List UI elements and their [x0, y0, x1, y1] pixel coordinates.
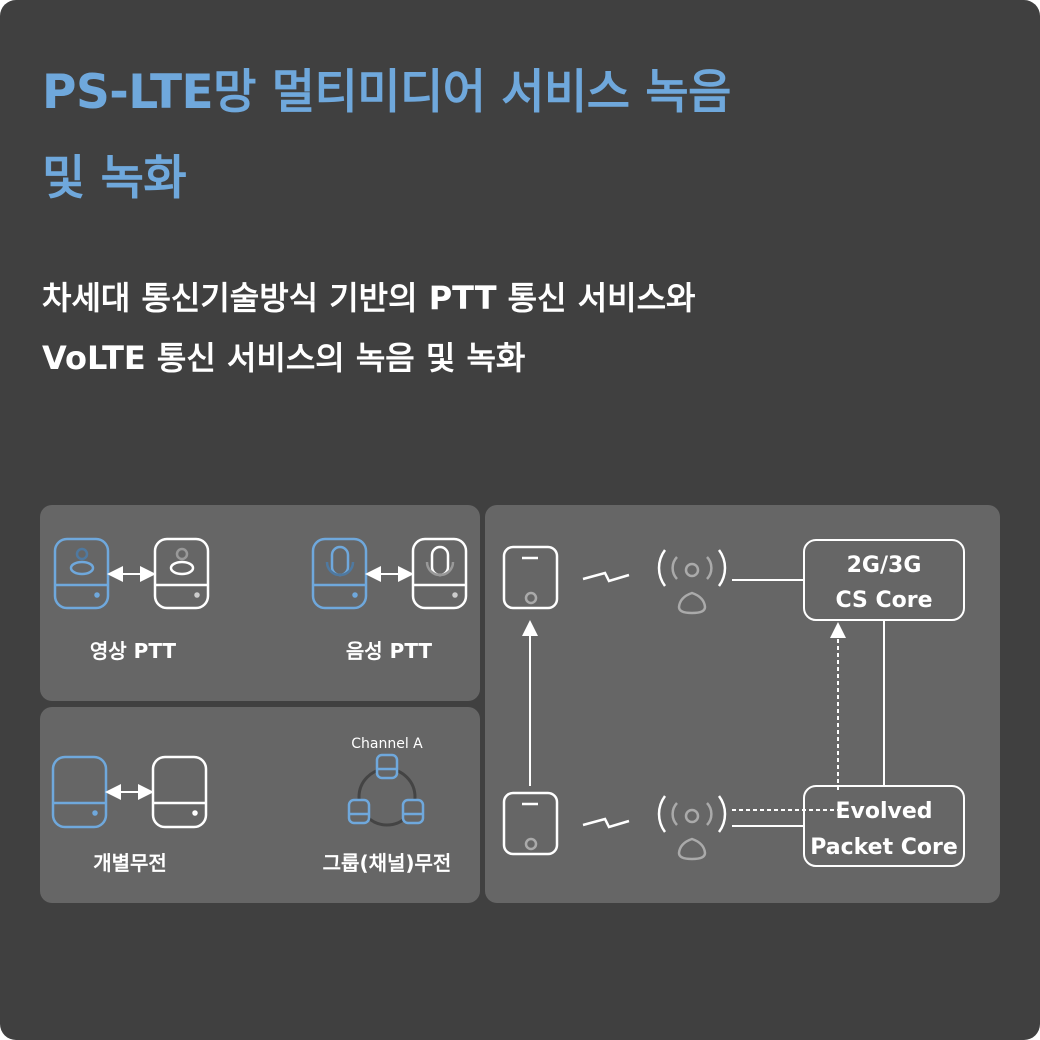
- page-subtitle: 차세대 통신기술방식 기반의 PTT 통신 서비스와 VoLTE 통신 서비스의…: [42, 268, 1002, 388]
- video-ptt-label: 영상 PTT: [90, 639, 177, 663]
- tower-bottom-icon: [657, 795, 727, 861]
- network-panel: [485, 505, 1000, 903]
- cs-core-label-2: CS Core: [835, 588, 932, 613]
- voice-ptt-label: 음성 PTT: [346, 639, 433, 663]
- voice-ptt-receiver-device-icon: [411, 537, 468, 610]
- page-title: PS-LTE망 멀티미디어 서비스 녹음 및 녹화: [42, 50, 1002, 222]
- group-devices-icon: [347, 753, 425, 825]
- epc-label-2: Packet Core: [810, 835, 958, 860]
- title-line-2: 및 녹화: [42, 151, 187, 206]
- channel-label: Channel A: [351, 736, 423, 752]
- individual-radio-label: 개별무전: [93, 851, 167, 875]
- phone-bottom-icon: [502, 791, 559, 856]
- cs-core-label-1: 2G/3G: [847, 553, 922, 578]
- subtitle-line-2: VoLTE 통신 서비스의 녹음 및 녹화: [42, 339, 526, 377]
- epc-label-1: Evolved: [835, 799, 932, 824]
- voice-ptt-sender-device-icon: [311, 537, 368, 610]
- individual-receiver-device-icon: [151, 755, 208, 829]
- subtitle-line-1: 차세대 통신기술방식 기반의 PTT 통신 서비스와: [42, 279, 696, 317]
- epc-box: [803, 785, 965, 867]
- tower-top-icon: [657, 549, 727, 615]
- individual-sender-device-icon: [51, 755, 108, 829]
- video-ptt-sender-device-icon: [53, 537, 110, 610]
- phone-top-icon: [502, 545, 559, 610]
- wireless-bottom-icon: [582, 817, 630, 829]
- wireless-top-icon: [582, 571, 630, 583]
- ptt-panel: [40, 505, 480, 701]
- video-ptt-receiver-device-icon: [153, 537, 210, 610]
- title-line-1: PS-LTE망 멀티미디어 서비스 녹음: [42, 65, 731, 120]
- group-radio-label: 그룹(채널)무전: [323, 851, 452, 875]
- cs-core-box: [803, 539, 965, 621]
